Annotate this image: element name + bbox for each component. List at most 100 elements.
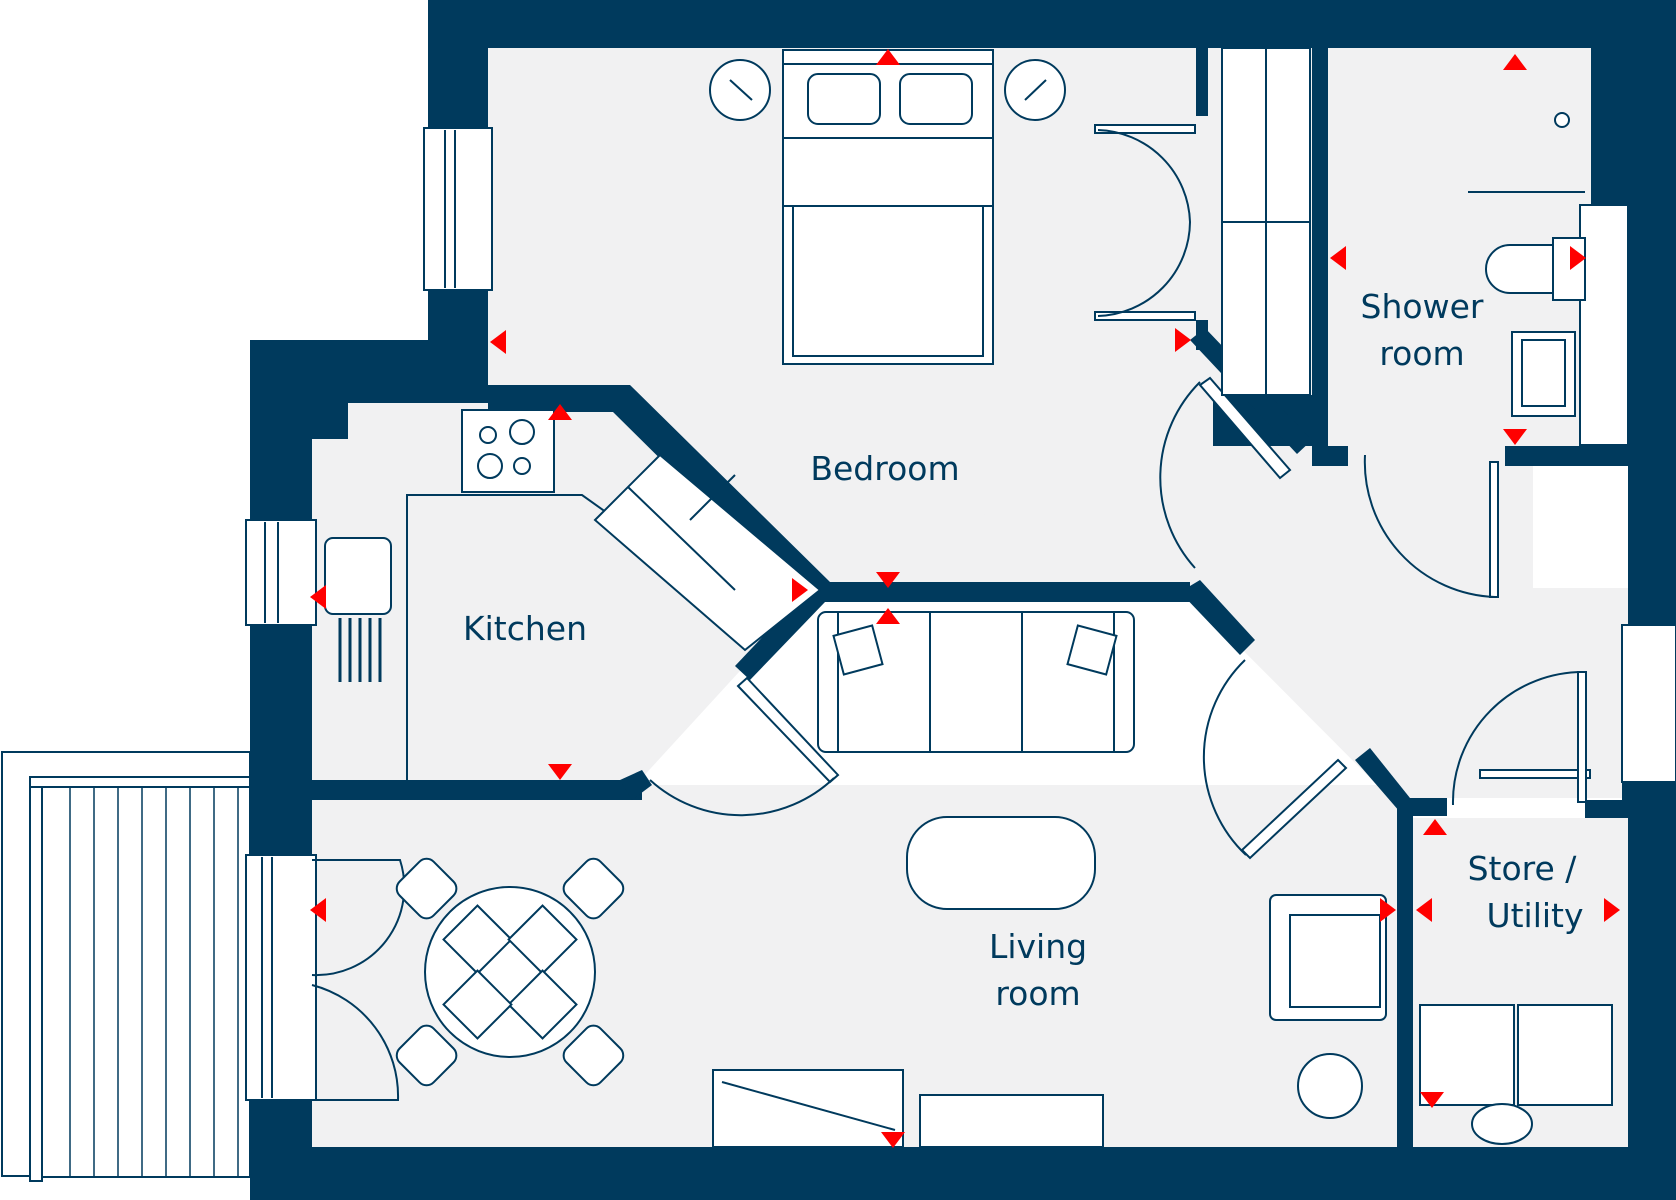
wall-kitchen-living-end <box>620 770 652 800</box>
room-label-shower-line2: room <box>1379 334 1464 373</box>
direction-marker <box>1175 328 1191 352</box>
room-label-store-line1: Store / <box>1468 849 1578 888</box>
wall-shower-bottom-right <box>1505 446 1628 466</box>
dining-place-mat <box>442 904 513 975</box>
direction-marker <box>1604 898 1620 922</box>
wall-store-right-stub <box>1622 782 1642 818</box>
armchair-seat <box>1289 914 1381 1008</box>
washing-machine <box>1419 1004 1515 1106</box>
wall-store-left <box>1397 798 1413 1147</box>
room-label-kitchen: Kitchen <box>463 609 587 648</box>
windows <box>245 127 1676 1101</box>
kitchen-hob <box>461 409 555 493</box>
store-door-swing <box>1451 670 1586 806</box>
direction-marker <box>490 330 506 354</box>
wall-kitchen-living <box>312 780 642 800</box>
direction-marker <box>548 404 572 420</box>
wall-bedroom-left <box>428 0 488 128</box>
window-right-lower <box>1621 624 1676 783</box>
patio-door-frame <box>245 854 317 1101</box>
dining-place-mat <box>507 904 578 975</box>
dining-chair-bottom-left <box>395 1024 458 1087</box>
wall-store-top <box>1397 798 1447 816</box>
wall-wardrobe-left <box>1196 48 1208 116</box>
bed-pillow-left <box>807 73 881 125</box>
direction-marker <box>876 49 900 65</box>
balcony-rail-top <box>29 776 251 788</box>
balcony-slats <box>69 787 239 1177</box>
bed-duvet <box>792 205 984 357</box>
sofa-cushion-right <box>1066 624 1118 676</box>
toilet-bowl <box>1485 244 1554 294</box>
kitchen-sink <box>324 537 392 615</box>
direction-marker <box>1380 898 1396 922</box>
markers <box>310 49 1620 1148</box>
bedroom-door-leaf <box>1198 376 1292 480</box>
balcony-rail-left <box>29 776 43 1182</box>
wardrobe-door-bottom <box>1094 311 1196 321</box>
hall-door-swing <box>1202 659 1247 856</box>
direction-marker <box>1503 429 1527 445</box>
room-label-living-line2: room <box>995 974 1080 1013</box>
wall-bedroom-left-lower <box>428 290 488 340</box>
direction-marker <box>1503 54 1527 70</box>
sofa-cushion-left <box>832 624 884 676</box>
kitchen-worktop <box>406 494 611 780</box>
hob-ring-1 <box>479 426 497 444</box>
hall-door-leaf <box>1240 758 1348 860</box>
wall-kitchen-living-diagonal <box>735 592 825 680</box>
direction-marker <box>876 572 900 588</box>
kitchen-unit-split-2 <box>689 474 736 521</box>
lamp-right-arm <box>1024 79 1047 101</box>
kitchen-door-leaf <box>736 676 840 784</box>
wall-left-kitchen-upper <box>250 340 312 520</box>
window-kitchen <box>245 519 317 626</box>
window-right-upper <box>1579 204 1629 446</box>
direction-marker <box>876 608 900 624</box>
direction-marker <box>1420 1092 1444 1108</box>
wardrobe-door-top-swing <box>1097 129 1191 223</box>
wardrobe-door-bottom-swing <box>1097 221 1191 317</box>
sideboard <box>919 1094 1104 1148</box>
dining-chair-bottom-right <box>562 1024 625 1087</box>
side-table <box>1297 1053 1363 1119</box>
dining-chair-top-left <box>395 857 458 920</box>
dining-chair-top-right <box>562 857 625 920</box>
dining-place-mat <box>442 969 513 1040</box>
room-label-bedroom: Bedroom <box>810 449 959 488</box>
tv-screen <box>721 1081 896 1131</box>
wall-right-lower <box>1628 782 1676 1200</box>
hall-floor <box>820 395 1628 798</box>
patio-door-swing-bottom <box>311 984 400 1101</box>
wall-hall-diagonal <box>1180 580 1255 655</box>
room-labels: Bedroom Kitchen Shower room Living room … <box>463 287 1584 1013</box>
wall-store-top-right <box>1585 800 1628 818</box>
hob-ring-2 <box>509 419 535 445</box>
direction-marker <box>792 578 808 602</box>
hob-ring-3 <box>477 453 503 479</box>
direction-marker <box>1330 246 1346 270</box>
direction-marker <box>881 1132 905 1148</box>
wall-shower-bottom-stub <box>1312 446 1348 466</box>
dining-table <box>424 886 596 1058</box>
coffee-table <box>906 816 1096 910</box>
wall-kitchen-notch <box>312 403 348 439</box>
wall-shower-left <box>1312 48 1328 446</box>
wall-top <box>428 0 1642 48</box>
room-label-living-line1: Living <box>989 927 1087 966</box>
balcony-deck <box>29 776 251 1178</box>
tv-unit <box>712 1069 904 1148</box>
boiler <box>1471 1103 1533 1145</box>
tumble-dryer <box>1517 1004 1613 1106</box>
wall-bottom <box>250 1147 1676 1200</box>
dining-place-mat <box>507 969 578 1040</box>
lamp-left-arm <box>729 79 753 101</box>
bed-pillow-right <box>899 73 973 125</box>
room-label-store-line2: Utility <box>1486 896 1583 935</box>
balcony <box>1 751 251 1182</box>
shower-head-icon <box>1554 112 1570 128</box>
radiator <box>338 618 382 682</box>
shower-basin-bowl <box>1521 339 1566 407</box>
shower-door-leaf <box>1489 461 1499 598</box>
hob-ring-4 <box>513 457 531 475</box>
